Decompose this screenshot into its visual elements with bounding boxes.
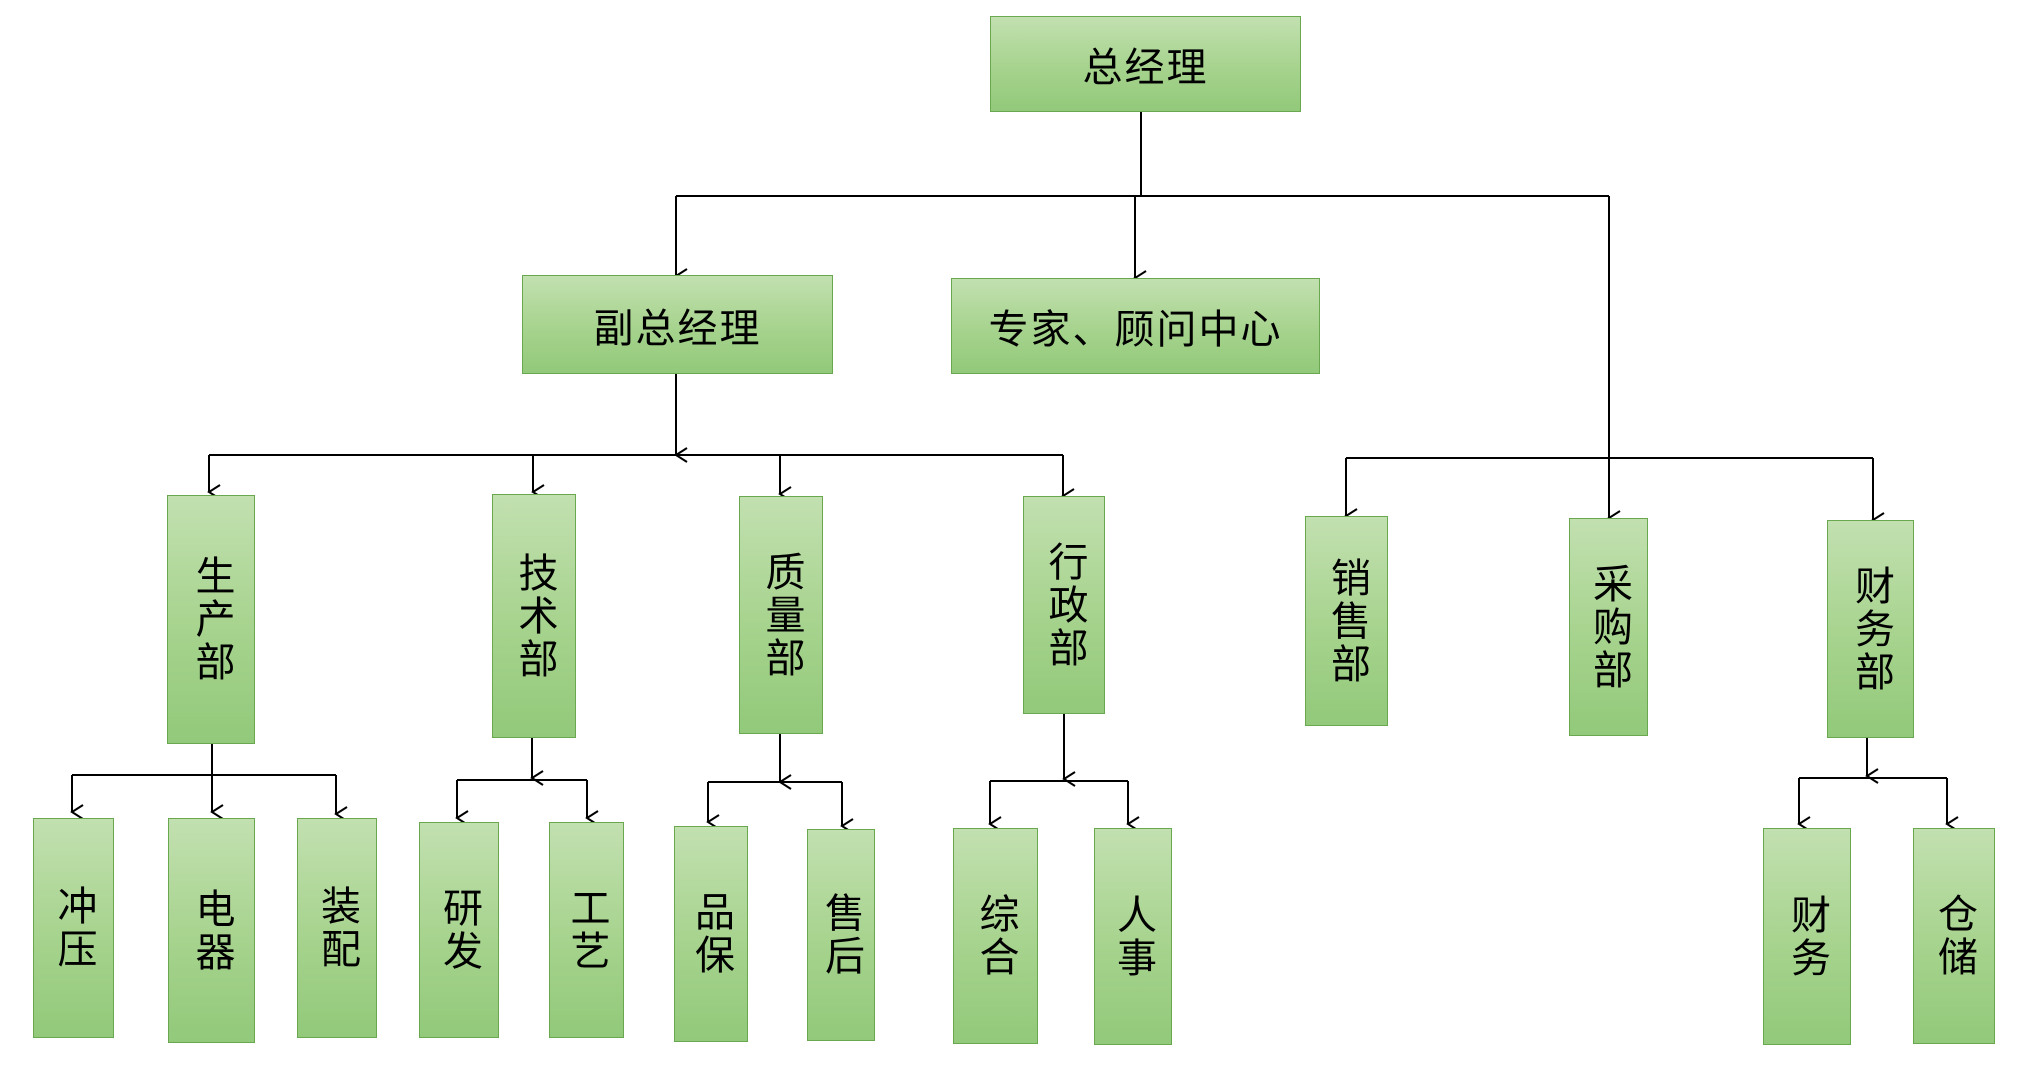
sales-dept-box: 销售部	[1305, 516, 1388, 726]
admin-dept-label: 行政部	[1041, 540, 1088, 670]
electrical-box: 电器	[168, 818, 255, 1043]
admin-dept-box: 行政部	[1023, 496, 1105, 714]
expert-advisor-center-box: 专家、顾问中心	[951, 278, 1320, 374]
assembly-label: 装配	[314, 885, 360, 971]
general-affairs-label: 综合	[972, 893, 1019, 979]
tech-dept-box: 技术部	[492, 494, 576, 738]
assembly-box: 装配	[297, 818, 377, 1038]
quality-assurance-box: 品保	[674, 826, 748, 1042]
finance-dept-label: 财务部	[1848, 564, 1894, 694]
human-resources-box: 人事	[1094, 828, 1172, 1045]
production-dept-box: 生产部	[167, 495, 255, 744]
general-manager-label: 总经理	[1082, 45, 1209, 91]
finance-sub-box: 财务	[1763, 828, 1851, 1045]
process-engineering-label: 工艺	[563, 887, 610, 973]
purchasing-dept-label: 采购部	[1586, 562, 1632, 692]
finance-sub-label: 财务	[1784, 893, 1830, 980]
quality-assurance-label: 品保	[688, 891, 734, 977]
finance-dept-box: 财务部	[1827, 520, 1914, 738]
after-sales-box: 售后	[807, 829, 875, 1041]
general-affairs-box: 综合	[953, 828, 1038, 1044]
rnd-label: 研发	[436, 887, 482, 973]
production-dept-label: 生产部	[188, 555, 235, 684]
human-resources-label: 人事	[1110, 893, 1156, 980]
quality-dept-box: 质量部	[739, 496, 823, 734]
deputy-general-manager-label: 副总经理	[593, 305, 762, 352]
tech-dept-label: 技术部	[511, 551, 558, 681]
warehouse-box: 仓储	[1913, 828, 1995, 1044]
sales-dept-label: 销售部	[1324, 556, 1370, 686]
purchasing-dept-box: 采购部	[1569, 518, 1648, 736]
general-manager-box: 总经理	[990, 16, 1301, 112]
after-sales-label: 售后	[818, 892, 864, 978]
process-engineering-box: 工艺	[549, 822, 624, 1038]
stamping-box: 冲压	[33, 818, 114, 1038]
warehouse-label: 仓储	[1931, 893, 1977, 979]
rnd-box: 研发	[419, 822, 499, 1038]
stamping-label: 冲压	[50, 885, 97, 971]
expert-advisor-center-label: 专家、顾问中心	[988, 307, 1283, 353]
quality-dept-label: 质量部	[758, 550, 805, 680]
electrical-label: 电器	[188, 887, 235, 974]
deputy-general-manager-box: 副总经理	[522, 275, 833, 374]
